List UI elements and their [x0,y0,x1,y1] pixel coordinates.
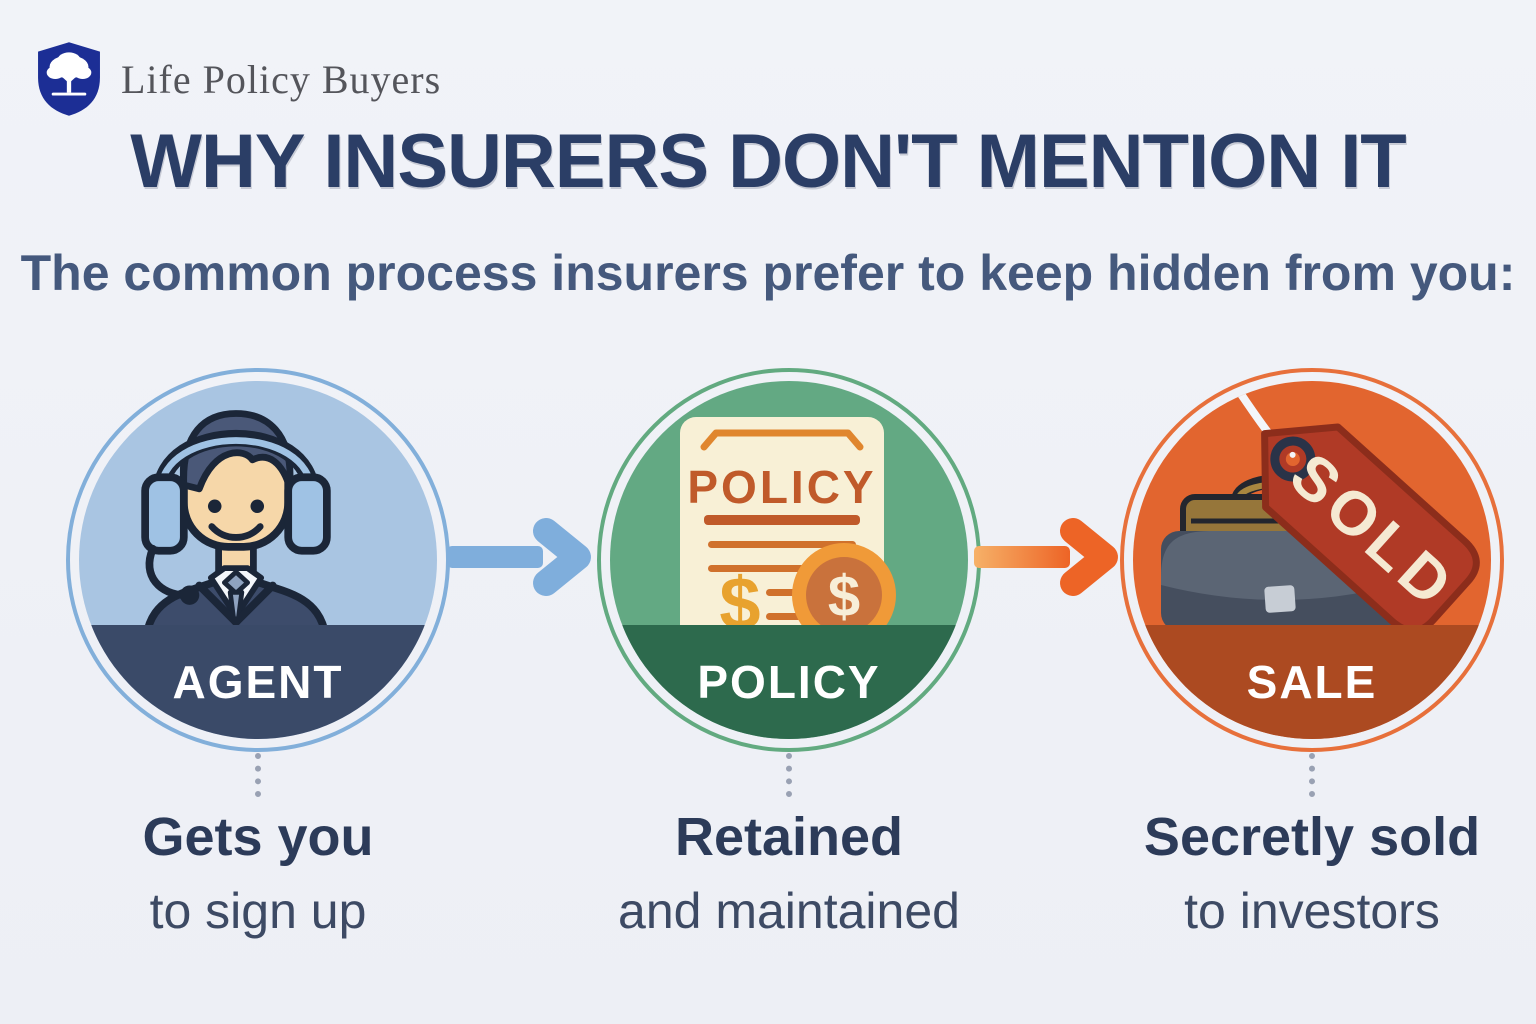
caption-line-rest: to investors [1184,883,1440,939]
dotted-connector [786,753,792,797]
caption-line-bold: Gets you [142,807,374,867]
arrow-right-icon [974,518,1118,596]
page-title: WHY INSURERS DON'T MENTION IT [130,119,1406,204]
caption-line-rest: and maintained [618,883,960,939]
caption-line-bold: Secretly sold [1143,807,1481,867]
step-disc-agent: AGENT [79,381,437,739]
step-circle-sale: SOLD SALE [1120,368,1504,752]
step-circle-policy: POLICY $ $ POLICY [597,368,981,752]
shield-tree-logo-icon [38,42,100,116]
step-label: SALE [1246,656,1378,708]
coin-dollar-text: $ [828,564,860,629]
briefcase-sold-tag-icon: SOLD [1161,381,1480,635]
arrow-right-icon [447,518,591,596]
step-band-policy: POLICY [610,625,968,739]
dotted-connector [1309,753,1315,797]
brand: Life Policy Buyers [33,40,441,118]
dotted-connector [255,753,261,797]
caption-policy: Retained and maintained [559,800,1019,948]
document-title-text: POLICY [687,461,876,513]
step-disc-policy: POLICY $ $ POLICY [610,381,968,739]
policy-document-icon: POLICY $ $ [680,417,896,647]
step-label: AGENT [172,656,344,708]
step-band-sale: SALE [1133,625,1491,739]
caption-agent: Gets you to sign up [28,800,488,948]
caption-line-rest: to sign up [149,883,367,939]
step-label: POLICY [697,656,881,708]
caption-line-bold: Retained [674,807,904,867]
step-disc-sale: SOLD SALE [1133,381,1491,739]
agent-headset-icon [140,410,332,659]
brand-name: Life Policy Buyers [121,56,442,102]
step-circle-agent: AGENT [66,368,450,752]
coin-icon: $ [792,543,896,647]
caption-sale: Secretly sold to investors [1082,800,1536,948]
step-band-agent: AGENT [79,625,437,739]
page-subtitle: The common process insurers prefer to ke… [20,245,1516,301]
